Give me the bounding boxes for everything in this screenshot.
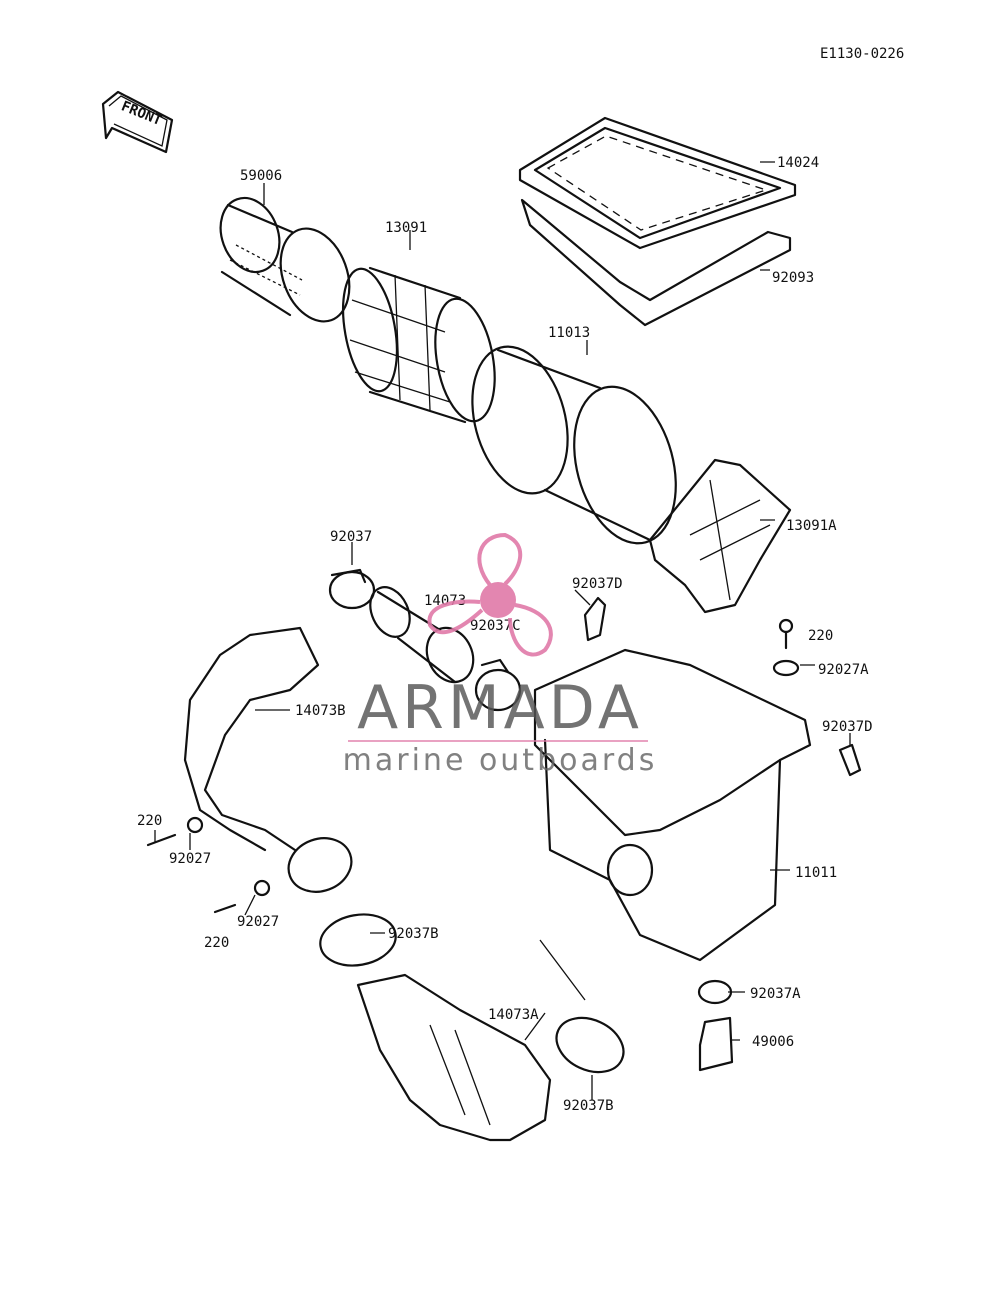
label-92037A: 92037A — [750, 986, 801, 1002]
elbow-duct-14073B — [183, 626, 353, 893]
label-92027-left-upper: 92027 — [169, 851, 211, 867]
leader-lines — [154, 161, 851, 1100]
bolt-220-right — [778, 618, 794, 650]
hose-clamp-92037C — [474, 658, 522, 712]
watermark-brand: ARMADA — [357, 673, 643, 743]
label-13091: 13091 — [385, 220, 427, 236]
label-92037C: 92037C — [470, 618, 521, 634]
drain-plug-49006 — [698, 1016, 734, 1072]
hose-clamp-92037B-left — [319, 913, 397, 967]
label-220-left-lower: 220 — [204, 935, 229, 951]
label-92027A: 92027A — [818, 662, 869, 678]
label-92037: 92037 — [330, 529, 372, 545]
washer-92027-left-lower — [253, 879, 271, 897]
air-filter-element — [471, 345, 677, 545]
label-92093: 92093 — [772, 270, 814, 286]
front-arrow-icon: FRONT — [101, 90, 174, 154]
label-14024: 14024 — [777, 155, 819, 171]
label-59006: 59006 — [240, 168, 282, 184]
spark-arrestor-screen — [219, 196, 351, 323]
label-14073A: 14073A — [488, 1007, 539, 1023]
hose-clamp-92037B-right — [555, 1016, 625, 1074]
watermark-logo: ARMADA marine outboards — [343, 532, 658, 778]
label-92027-left-lower: 92027 — [237, 914, 279, 930]
label-220-left-upper: 220 — [137, 813, 162, 829]
washer-92027A — [772, 659, 800, 677]
filter-cage — [342, 266, 496, 424]
label-14073B: 14073B — [295, 703, 346, 719]
label-92037D-lower: 92037D — [822, 719, 873, 735]
bolt-220-left-lower — [213, 903, 237, 914]
propeller-logo-icon — [427, 532, 553, 657]
label-11013: 11013 — [548, 325, 590, 341]
hose-clamp-92037 — [328, 568, 376, 610]
diagram-code: E1130-0226 — [820, 46, 904, 62]
hose-clamp-92037D-upper — [583, 596, 607, 642]
baffle-plate — [648, 458, 792, 614]
label-49006: 49006 — [752, 1034, 794, 1050]
bolt-220-left-upper — [146, 833, 177, 847]
air-filter-cover-frame — [518, 116, 797, 250]
air-box-case — [533, 648, 812, 962]
label-92037D-upper: 92037D — [572, 576, 623, 592]
label-14073: 14073 — [424, 593, 466, 609]
label-13091A: 13091A — [786, 518, 837, 534]
label-92037B-right: 92037B — [563, 1098, 614, 1114]
hose-clamp-92037D-lower — [838, 743, 862, 777]
watermark-tagline: marine outboards — [343, 743, 658, 778]
hose-clamp-92037A — [697, 979, 733, 1005]
label-92037B-left: 92037B — [388, 926, 439, 942]
label-11011: 11011 — [795, 865, 837, 881]
lower-duct-14073A — [356, 973, 552, 1142]
washer-92027-left-upper — [186, 816, 204, 834]
gasket — [520, 198, 792, 327]
label-220-right: 220 — [808, 628, 833, 644]
